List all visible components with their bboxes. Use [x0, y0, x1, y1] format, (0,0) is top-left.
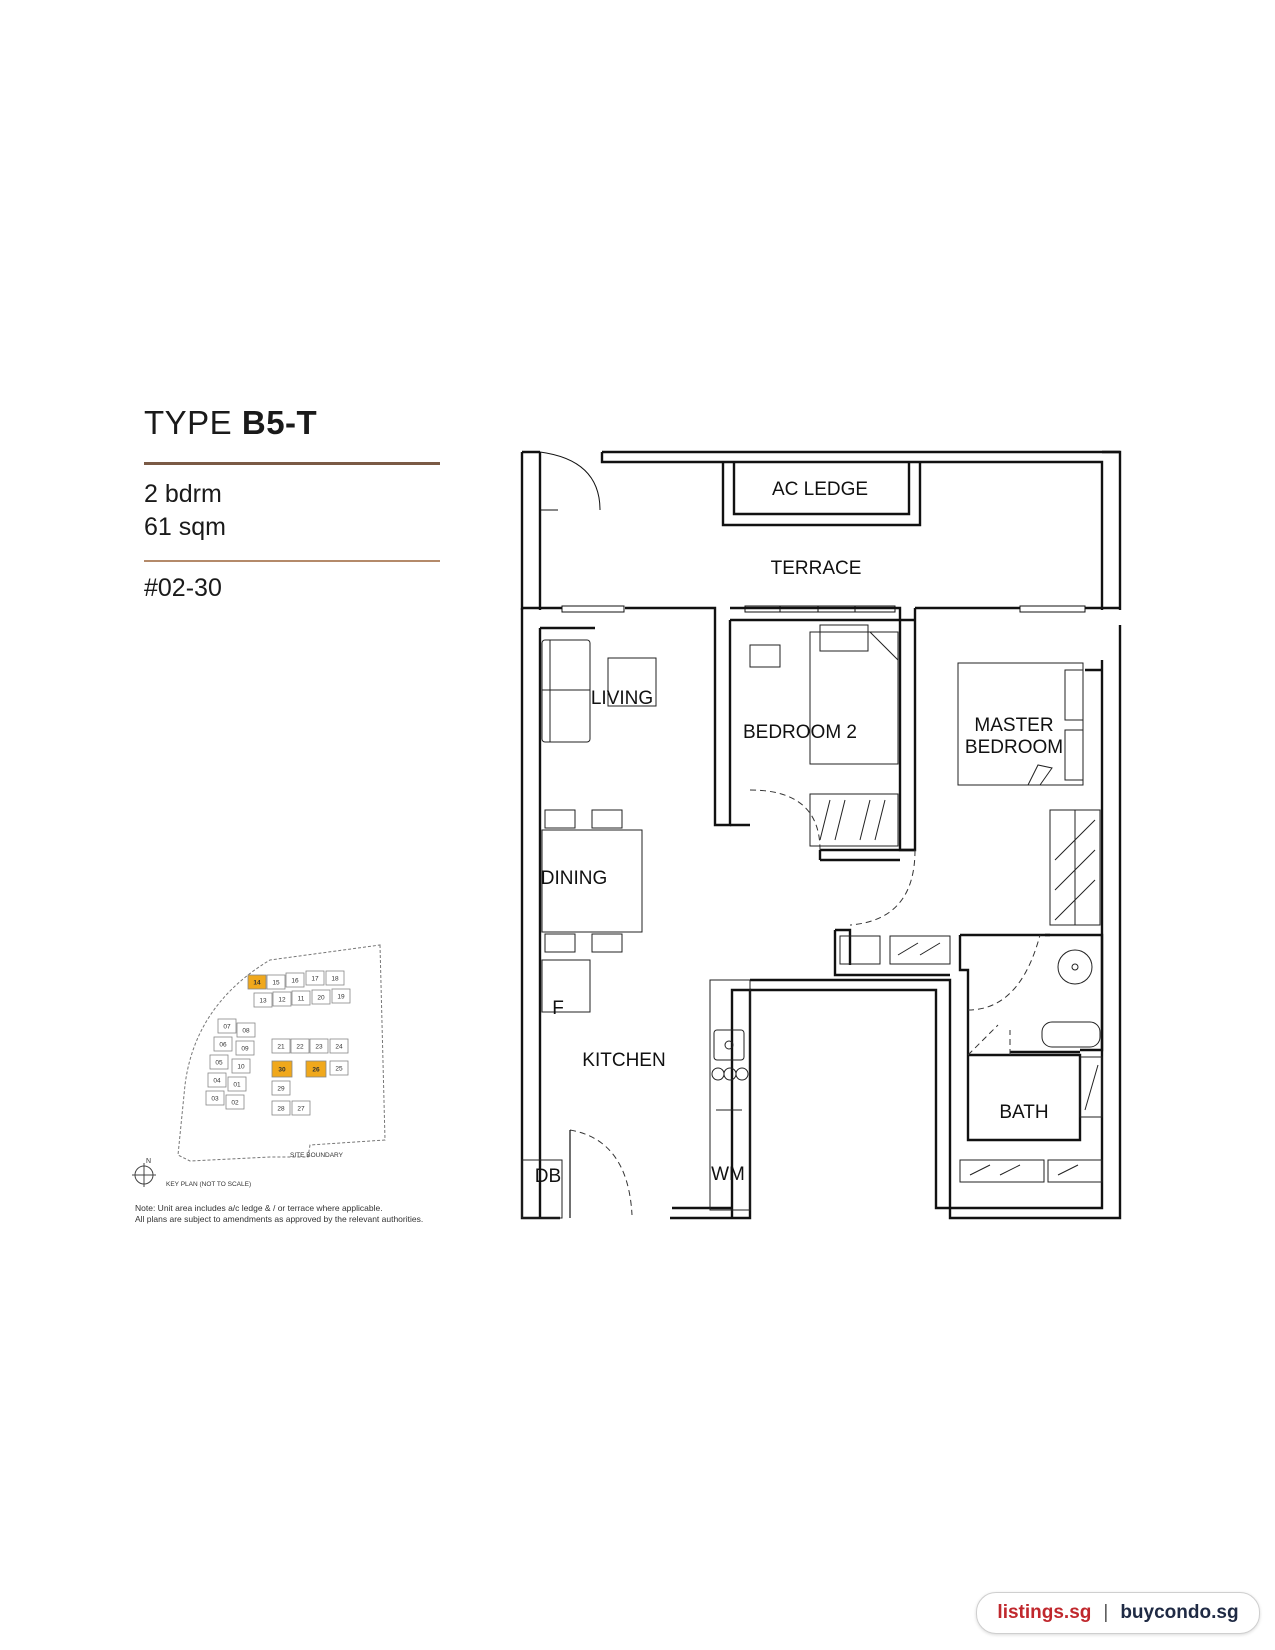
key-plan-unit-label: 08: [242, 1028, 250, 1035]
key-plan-unit-label: 04: [213, 1078, 221, 1085]
key-plan-unit-label: 27: [297, 1106, 305, 1113]
type-code: B5-T: [241, 404, 318, 441]
key-plan-unit-label: 23: [315, 1044, 323, 1051]
key-plan-unit: [329, 1060, 349, 1076]
site-boundary-line: [177, 944, 386, 1162]
key-plan-unit-label: 03: [211, 1096, 219, 1103]
key-plan-unit: [291, 1100, 311, 1116]
key-plan-unit: [205, 1090, 225, 1106]
label-master-line2: BEDROOM: [965, 737, 1063, 758]
key-plan-unit-label: 24: [335, 1044, 343, 1051]
label-bath: BATH: [999, 1102, 1048, 1123]
label-master-line1: MASTER: [974, 715, 1053, 736]
unit-number: #02-30: [144, 574, 222, 602]
bedroom-count: 2 bdrm: [144, 480, 222, 508]
key-plan-unit: [329, 1038, 349, 1054]
key-plan-unit: [271, 1080, 291, 1096]
key-plan-unit-label: 29: [277, 1086, 285, 1093]
watermark-separator: |: [1103, 1602, 1109, 1623]
site-boundary-label: SITE BOUNDARY: [290, 1152, 344, 1159]
label-dining: DINING: [541, 868, 608, 889]
key-plan-unit-label: 10: [237, 1064, 245, 1071]
key-plan-unit-highlighted: [305, 1060, 327, 1078]
key-plan-unit: [217, 1018, 237, 1034]
key-plan-unit: [285, 972, 305, 988]
label-fridge: F: [552, 998, 564, 1019]
key-plan-unit: [271, 1100, 291, 1116]
key-plan-unit: [290, 1038, 310, 1054]
key-plan-unit-label: 20: [317, 995, 325, 1002]
key-plan-unit-label: 19: [337, 994, 345, 1001]
label-ac-ledge: AC LEDGE: [772, 479, 868, 500]
key-plan-unit-label: 18: [331, 976, 339, 983]
label-living: LIVING: [591, 688, 653, 709]
label-terrace: TERRACE: [771, 558, 862, 579]
watermark-badge[interactable]: listings.sg | buycondo.sg: [976, 1592, 1260, 1634]
key-plan-unit: [207, 1072, 227, 1088]
unit-area: 61 sqm: [144, 513, 226, 541]
label-wm: WM: [711, 1164, 745, 1185]
key-plan-unit-label: 09: [241, 1046, 249, 1053]
key-plan-unit: [311, 989, 331, 1005]
key-plan-unit-label: 07: [223, 1024, 231, 1031]
title-divider: [144, 462, 440, 465]
key-plan-unit-label: 06: [219, 1042, 227, 1049]
key-plan-unit: [235, 1040, 255, 1056]
watermark-listings[interactable]: listings.sg: [997, 1602, 1092, 1623]
key-plan-unit-label: 05: [215, 1060, 223, 1067]
key-plan-unit: [231, 1058, 251, 1074]
north-label: N: [146, 1158, 151, 1165]
key-plan-unit: [291, 990, 311, 1006]
key-plan-unit-label: 25: [335, 1066, 343, 1073]
key-plan-unit-label: 26: [312, 1067, 320, 1074]
key-plan-unit-label: 02: [231, 1100, 239, 1107]
key-plan-unit-label: 16: [291, 978, 299, 985]
key-plan: N KEY PLAN (NOT TO SCALE) SITE BOUNDARY …: [132, 944, 386, 1188]
key-plan-unit: [331, 988, 351, 1004]
key-plan-unit: [236, 1022, 256, 1038]
key-plan-unit-label: 30: [278, 1067, 286, 1074]
key-plan-unit: [253, 992, 273, 1008]
key-plan-unit-label: 13: [259, 998, 267, 1005]
key-plan-unit: [309, 1038, 329, 1054]
label-bedroom-2: BEDROOM 2: [743, 722, 857, 743]
key-plan-unit: [227, 1076, 247, 1092]
key-plan-unit: [271, 1038, 291, 1054]
type-prefix: TYPE: [144, 404, 233, 441]
key-plan-unit: [213, 1036, 233, 1052]
unit-type-title: TYPE B5-T: [144, 404, 317, 442]
key-plan-unit-label: 17: [311, 976, 319, 983]
key-plan-unit-label: 28: [277, 1106, 285, 1113]
label-kitchen: KITCHEN: [582, 1050, 665, 1071]
key-plan-units: 14 15 16 17 18 13 12 11 20 19 07 08 06 09 05 10 04 01 03 02…: [205, 970, 351, 1116]
key-plan-unit-label: 12: [278, 997, 286, 1004]
floor-plan: AC LEDGE TERRACE LIVING BEDROOM 2 MASTER…: [520, 450, 1122, 1220]
north-arrow-icon: [132, 1163, 156, 1187]
key-plan-unit-label: 01: [233, 1082, 241, 1089]
key-plan-unit: [305, 970, 325, 986]
watermark-buycondo[interactable]: buycondo.sg: [1120, 1602, 1239, 1623]
key-plan-unit-label: 11: [298, 996, 305, 1003]
key-plan-unit: [266, 974, 286, 990]
key-plan-unit: [209, 1054, 229, 1070]
key-plan-unit: [225, 1094, 245, 1110]
spec-divider: [144, 560, 440, 562]
label-db: DB: [535, 1166, 561, 1187]
key-plan-caption: KEY PLAN (NOT TO SCALE): [166, 1181, 251, 1188]
key-plan-unit-label: 14: [253, 980, 261, 987]
key-plan-unit: [325, 970, 345, 986]
key-plan-unit-highlighted: [247, 974, 267, 990]
note-line-2: All plans are subject to amendments as a…: [135, 1214, 424, 1224]
note-line-1: Note: Unit area includes a/c ledge & / o…: [135, 1203, 383, 1213]
key-plan-unit-label: 21: [277, 1044, 285, 1051]
key-plan-unit-label: 22: [296, 1044, 304, 1051]
key-plan-unit-label: 15: [272, 980, 280, 987]
key-plan-unit: [272, 991, 292, 1007]
key-plan-unit-highlighted: [271, 1060, 293, 1078]
